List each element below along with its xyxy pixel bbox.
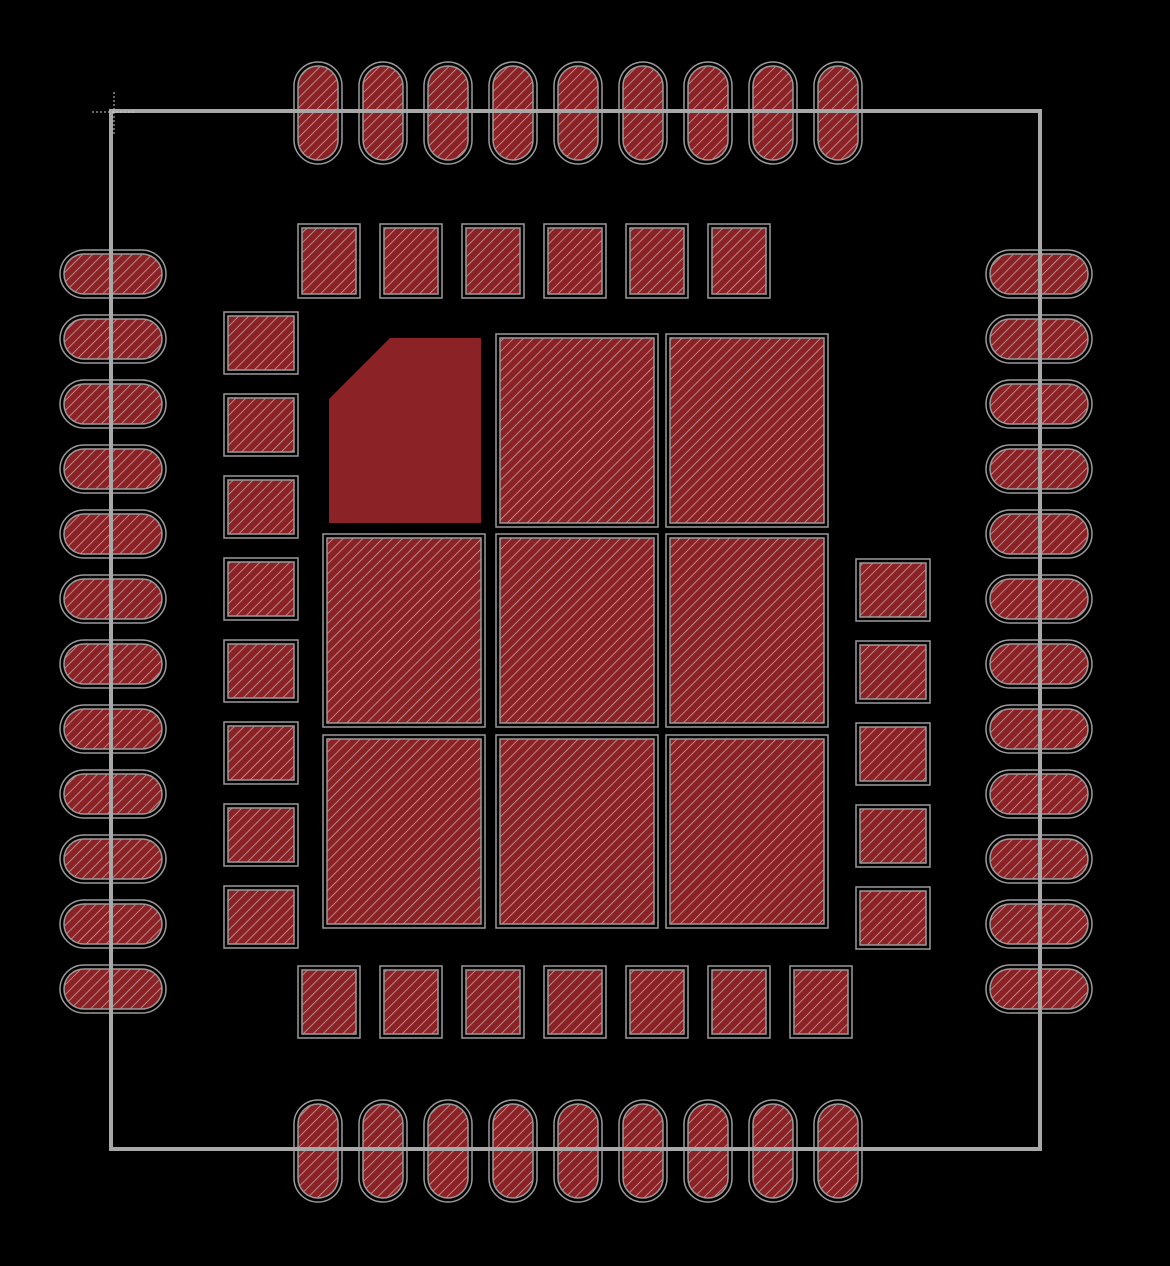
- center-pad[interactable]: [322, 734, 486, 929]
- origin-marker: [92, 92, 136, 134]
- inner-right-square-pad[interactable]: [855, 886, 931, 950]
- center-pad[interactable]: [495, 533, 659, 728]
- inner-bottom-square-pad[interactable]: [543, 965, 607, 1039]
- inner-left-square-pad[interactable]: [223, 393, 299, 457]
- inner-bottom-square-pad[interactable]: [379, 965, 443, 1039]
- board-outline: [109, 109, 1042, 1151]
- inner-top-square-pad[interactable]: [625, 223, 689, 299]
- inner-top-square-pad[interactable]: [297, 223, 361, 299]
- inner-right-square-pad[interactable]: [855, 804, 931, 868]
- pin1-chamfered-pad[interactable]: [329, 338, 481, 523]
- inner-right-square-pad[interactable]: [855, 640, 931, 704]
- inner-bottom-square-pad[interactable]: [789, 965, 853, 1039]
- center-pad[interactable]: [495, 734, 659, 929]
- center-pad[interactable]: [665, 533, 829, 728]
- inner-bottom-square-pad[interactable]: [297, 965, 361, 1039]
- inner-bottom-square-pad[interactable]: [461, 965, 525, 1039]
- inner-top-square-pad[interactable]: [461, 223, 525, 299]
- center-pad[interactable]: [322, 533, 486, 728]
- inner-left-square-pad[interactable]: [223, 639, 299, 703]
- inner-top-square-pad[interactable]: [707, 223, 771, 299]
- inner-left-square-pad[interactable]: [223, 557, 299, 621]
- inner-right-square-pad[interactable]: [855, 722, 931, 786]
- center-pad[interactable]: [665, 333, 829, 528]
- inner-top-square-pad[interactable]: [543, 223, 607, 299]
- inner-left-square-pad[interactable]: [223, 721, 299, 785]
- inner-bottom-square-pad[interactable]: [707, 965, 771, 1039]
- inner-left-square-pad[interactable]: [223, 803, 299, 867]
- center-pad[interactable]: [495, 333, 659, 528]
- inner-right-square-pad[interactable]: [855, 558, 931, 622]
- inner-left-square-pad[interactable]: [223, 885, 299, 949]
- inner-left-square-pad[interactable]: [223, 475, 299, 539]
- inner-bottom-square-pad[interactable]: [625, 965, 689, 1039]
- center-pad[interactable]: [665, 734, 829, 929]
- inner-top-square-pad[interactable]: [379, 223, 443, 299]
- inner-left-square-pad[interactable]: [223, 311, 299, 375]
